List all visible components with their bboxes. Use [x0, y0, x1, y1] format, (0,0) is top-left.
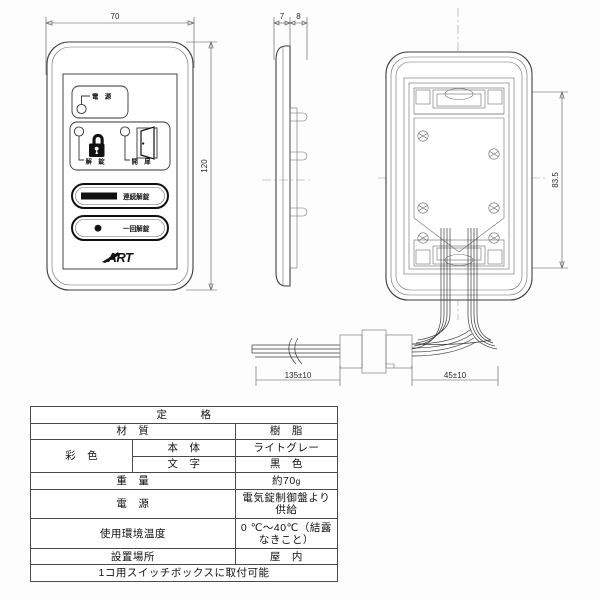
- brand-logo-text: ART: [107, 250, 135, 265]
- spec-row-location: 設置場所 屋 内: [30, 547, 339, 566]
- continuous-button-bar: [81, 192, 117, 200]
- drawing-area: 70 120: [45, 8, 568, 386]
- power-led: [76, 103, 87, 115]
- spec-footer-cell: 1コ用スイッチボックスに取付可能: [30, 564, 338, 582]
- spec-header-row: 定 格: [30, 406, 338, 424]
- screw-icon: [417, 202, 429, 214]
- dim-front-width-label: 70: [111, 12, 120, 21]
- screw-icon: [488, 202, 500, 214]
- dim-cable-left-label: 135±10: [285, 371, 312, 380]
- spec-value-temperature: 0 ℃～40℃（結露なきこと）: [234, 518, 339, 549]
- dimension-front-height: 120: [186, 41, 217, 291]
- spec-value-location: 屋 内: [234, 547, 339, 566]
- single-button-inner: [75, 219, 165, 237]
- spec-label-temperature: 使用環境温度: [30, 518, 236, 549]
- power-label: 電 源: [92, 92, 112, 101]
- side-view: 7 8: [262, 12, 312, 287]
- spec-value-body-color: ライトグレー: [234, 439, 339, 457]
- screw-icon: [417, 232, 429, 244]
- spec-label-color: 彩 色: [29, 439, 134, 473]
- dimension-cable-left: 135±10: [255, 366, 341, 386]
- dimension-front-width: 70: [45, 12, 195, 75]
- dim-rear-height-label: 83.5: [551, 172, 560, 188]
- spec-label-power: 電 源: [30, 488, 236, 520]
- front-body-inner-edge: [51, 46, 189, 286]
- rear-body-inner-edge2: [395, 61, 523, 291]
- button-continuous-unlock[interactable]: 連続解錠: [71, 183, 169, 209]
- side-faceplate: [289, 107, 298, 269]
- spec-label-location: 設置場所: [30, 547, 236, 566]
- screw-icon: [488, 148, 500, 160]
- spec-label-material: 材 質: [30, 422, 236, 440]
- continuous-button-outline[interactable]: [71, 183, 169, 209]
- spec-footer-row: 1コ用スイッチボックスに取付可能: [30, 564, 338, 582]
- spec-value-power: 電気錠制御盤より供給: [234, 488, 339, 520]
- continuous-button-inner: [75, 187, 165, 205]
- spec-table-container: 定 格 材 質 樹 脂 彩 色 本 体 ライトグレー 文 字 黒 色 重 量 約…: [29, 406, 339, 582]
- brand-logo: ART: [102, 250, 135, 265]
- unlock-label: 解 錠: [86, 157, 106, 166]
- spec-value-material: 樹 脂: [234, 422, 339, 440]
- padlock-open-icon: [89, 133, 105, 157]
- dim-side-a-label: 7: [280, 12, 285, 21]
- rear-chassis-plate: [403, 77, 515, 275]
- spec-weight-unit: g: [295, 476, 301, 486]
- side-clip-tabs: [290, 112, 308, 217]
- rear-pocket: [413, 117, 505, 253]
- spec-label-weight: 重 量: [30, 472, 236, 490]
- door-led: [119, 126, 131, 137]
- dim-front-height-label: 120: [200, 159, 209, 173]
- rear-view: 83.5: [378, 8, 568, 350]
- door-label: 開 扉: [132, 157, 152, 166]
- rear-chassis-plate-inner: [408, 82, 510, 270]
- rear-body-outline: [385, 51, 533, 301]
- spec-sublabel-text: 文 字: [132, 455, 236, 473]
- spec-value-text-color: 黒 色: [234, 455, 339, 473]
- spec-row-power: 電 源 電気錠制御盤より供給: [30, 488, 339, 520]
- spec-header-cell: 定 格: [30, 406, 338, 424]
- continuous-button-label: 連続解錠: [123, 192, 150, 201]
- screw-icon: [488, 232, 500, 244]
- button-single-unlock[interactable]: 一回解錠: [71, 215, 169, 241]
- spec-weight-main: 約70: [272, 474, 296, 487]
- rear-top-bracket: [413, 87, 505, 115]
- rear-cable-bundle: [411, 228, 498, 350]
- rear-body-inner-edge: [390, 56, 528, 296]
- indicator-group-power: 電 源: [71, 85, 129, 119]
- rear-screws: [417, 130, 500, 244]
- single-button-outline[interactable]: [71, 215, 169, 241]
- dim-side-b-label: 8: [296, 12, 301, 21]
- front-view: 70 120: [45, 12, 217, 291]
- spec-sublabel-body: 本 体: [132, 439, 236, 457]
- single-button-label: 一回解錠: [123, 224, 150, 233]
- spec-table: 定 格 材 質 樹 脂 彩 色 本 体 ライトグレー 文 字 黒 色 重 量 約…: [29, 406, 339, 582]
- spec-row-color-text: 文 字 黒 色: [31, 455, 339, 473]
- spec-row-material: 材 質 樹 脂: [30, 422, 339, 440]
- dimension-cable-right: 45±10: [411, 366, 499, 386]
- cable-break-symbol: [288, 337, 303, 365]
- indicator-group-status: 解 錠 開 扉: [69, 121, 171, 171]
- spec-row-weight: 重 量 約70g: [30, 472, 339, 490]
- cable-left-strands: [251, 344, 300, 358]
- unlock-led: [73, 126, 85, 137]
- spec-value-weight: 約70g: [234, 472, 339, 490]
- screw-icon: [417, 130, 429, 142]
- spec-row-temperature: 使用環境温度 0 ℃～40℃（結露なきこと）: [30, 518, 339, 549]
- rear-bottom-bracket: [413, 239, 505, 267]
- cable-detail-view: 135±10 45±10: [251, 329, 499, 386]
- cable-right-strands: [411, 329, 492, 357]
- open-door-icon: [136, 126, 158, 160]
- cable-connector: [339, 329, 413, 374]
- spec-row-color-body: 彩 色 本 体 ライトグレー: [29, 439, 339, 473]
- dim-cable-right-label: 45±10: [444, 371, 467, 380]
- single-button-dot: [94, 224, 102, 232]
